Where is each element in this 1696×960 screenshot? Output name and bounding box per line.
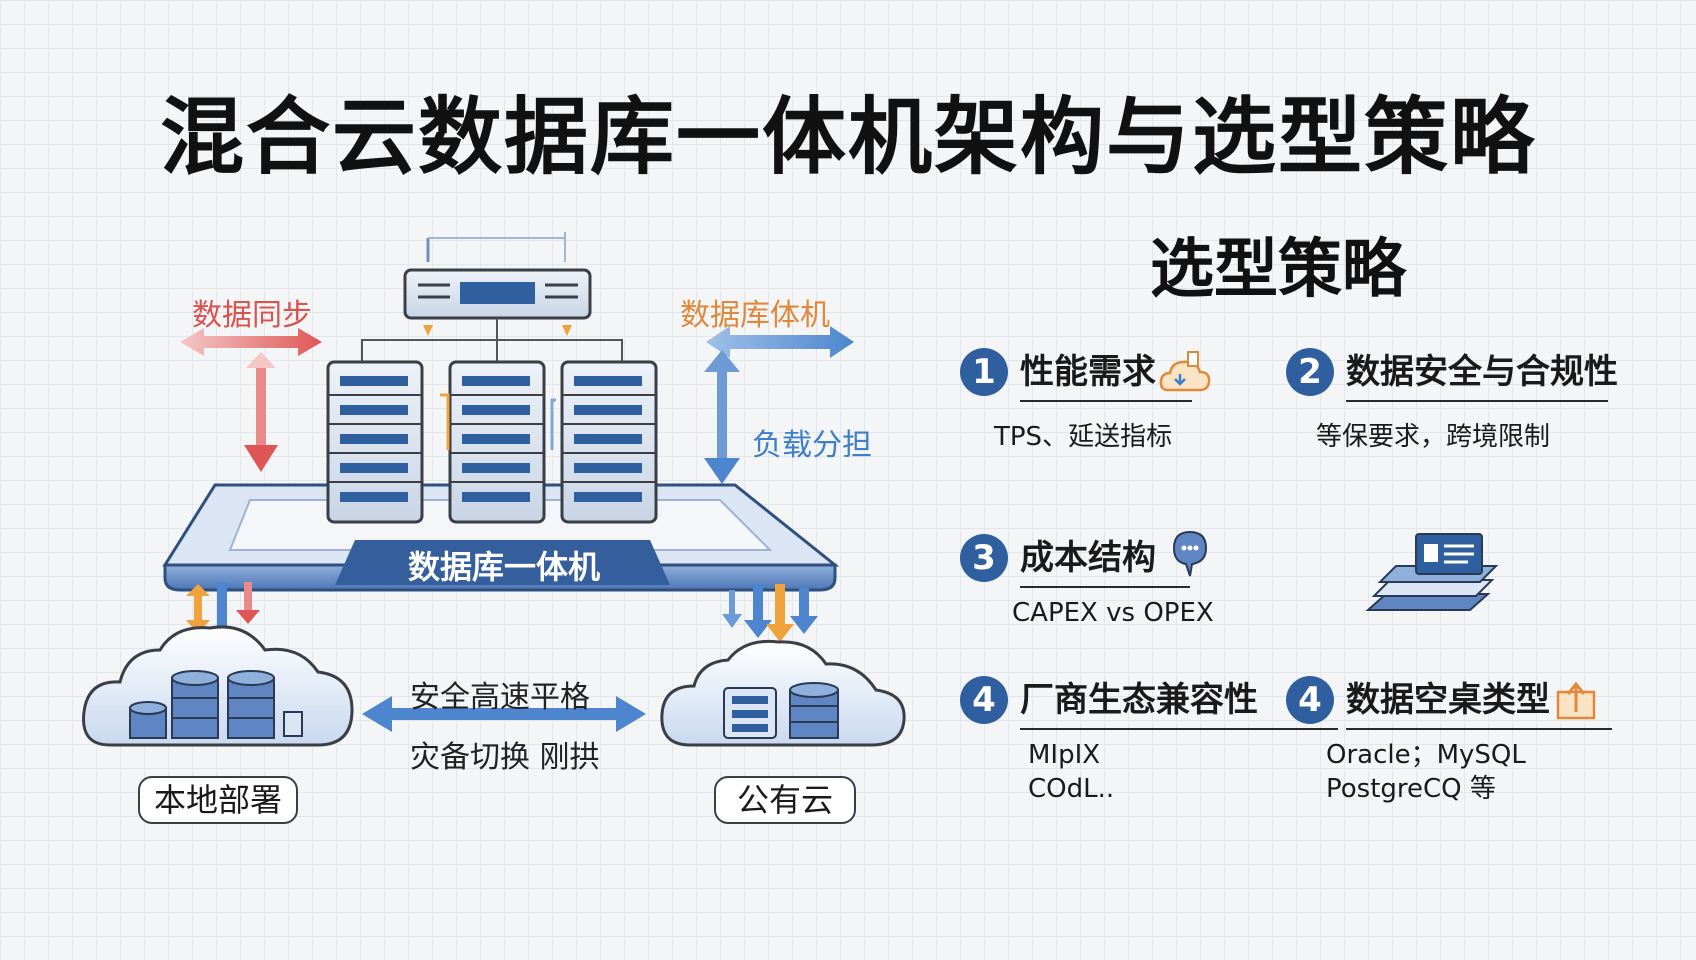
db-machine-label: 数据库体机 — [680, 298, 830, 333]
item-title: 性能需求 — [1020, 352, 1156, 392]
secure-link-arrow — [362, 696, 646, 732]
server-rack-center — [448, 360, 546, 524]
public-cloud — [660, 639, 906, 747]
document-stack-icon — [1365, 533, 1499, 611]
strategy-item-performance: 1 性能需求 TPS、延送指标 — [960, 348, 1230, 468]
item-desc: MIpIX COdL.. — [1028, 740, 1115, 804]
onprem-label: 本地部署 — [138, 776, 298, 824]
item-title: 数据空桌类型 — [1346, 680, 1550, 720]
public-cloud-label: 公有云 — [714, 776, 856, 824]
item-desc: Oracle；MySQL PostgreCQ 等 — [1326, 740, 1526, 804]
number-badge: 1 — [960, 348, 1008, 396]
strategy-item-db-type: 4 数据空桌类型 Oracle；MySQL PostgreCQ 等 — [1286, 676, 1616, 816]
network-switch — [403, 232, 592, 320]
data-sync-label: 数据同步 — [192, 298, 312, 333]
number-badge: 3 — [960, 534, 1008, 582]
data-sync-arrows — [180, 328, 322, 472]
item-desc: TPS、延送指标 — [994, 422, 1173, 452]
backup-switch-label: 灾备切换 刚拱 — [410, 740, 600, 775]
upload-icon — [1556, 681, 1596, 720]
strategy-item-cost: 3 成本结构 CAPEX vs OPEX — [960, 530, 1240, 654]
strategy-item-vendor: 4 厂商生态兼容性 MIpIX COdL.. — [960, 676, 1338, 816]
load-sharing-arrows — [704, 326, 854, 484]
item-desc: CAPEX vs OPEX — [1012, 598, 1214, 628]
item-title: 成本结构 — [1020, 538, 1156, 578]
platform-label: 数据库一体机 — [408, 548, 601, 586]
server-database-icon — [723, 682, 839, 739]
item-title: 数据安全与合规性 — [1346, 352, 1618, 392]
public-link-arrows — [722, 584, 818, 642]
number-badge: 4 — [1286, 676, 1334, 724]
item-title: 厂商生态兼容性 — [1020, 680, 1258, 720]
strategy-item-security: 2 数据安全与合规性 等保要求，跨境限制 — [1286, 348, 1618, 468]
number-badge: 2 — [1286, 348, 1334, 396]
number-badge: 4 — [960, 676, 1008, 724]
server-rack-left — [326, 360, 424, 524]
chat-bubble-icon — [1172, 530, 1208, 577]
secure-link-label: 安全高速平格 — [410, 680, 590, 715]
item-desc: 等保要求，跨境限制 — [1316, 422, 1551, 452]
strategy-title: 选型策略 — [1150, 233, 1406, 307]
page-title: 混合云数据库一体机架构与选型策略 — [159, 88, 1536, 186]
load-sharing-label: 负载分担 — [752, 428, 872, 463]
cloud-download-icon — [1159, 351, 1211, 392]
database-icon — [129, 670, 303, 739]
server-rack-right — [560, 360, 658, 524]
